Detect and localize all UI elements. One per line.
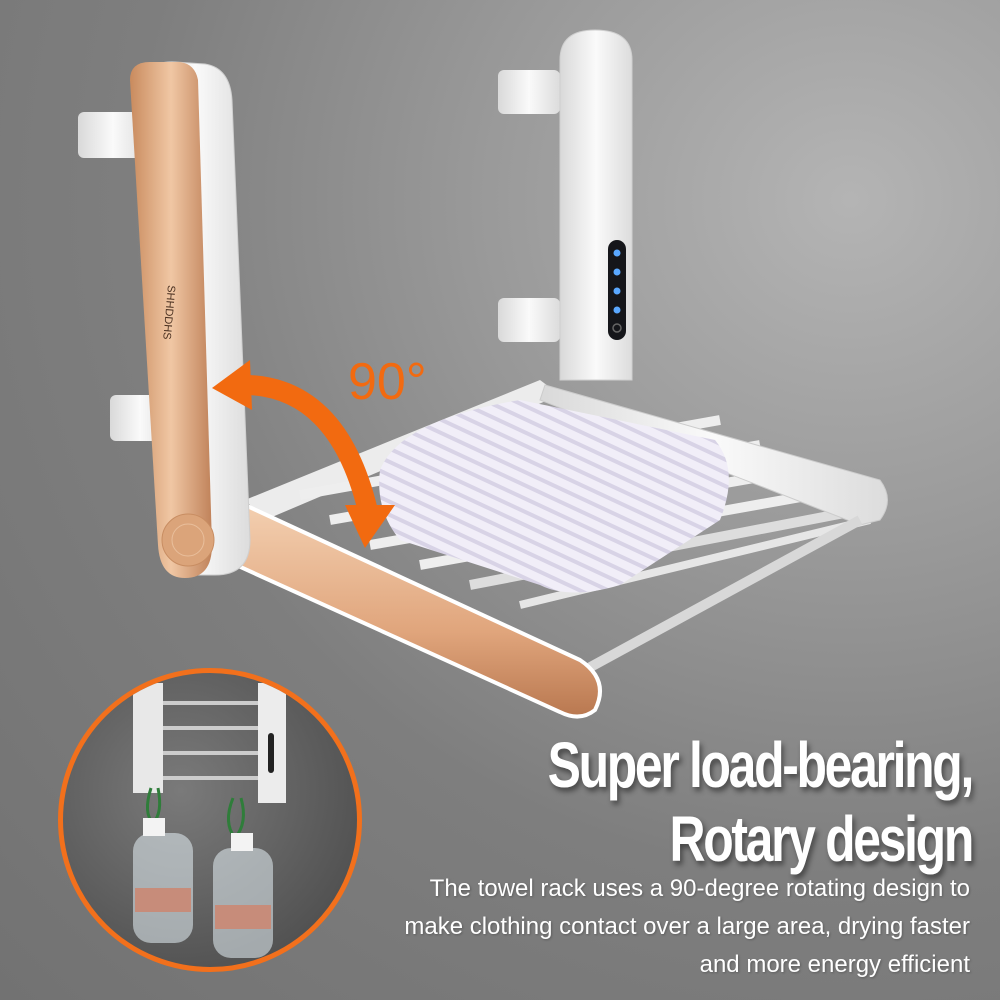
- left-upright: SHHDDHS: [78, 61, 251, 578]
- rotation-angle-label: 90°: [348, 353, 427, 411]
- gold-front-bar: [222, 502, 602, 719]
- water-bottles-illustration: [133, 683, 286, 958]
- description-line-1: The towel rack uses a 90-degree rotating…: [429, 875, 970, 902]
- right-upright: [498, 29, 633, 381]
- towel: [379, 400, 729, 593]
- description-line-2: make clothing contact over a large area,…: [404, 913, 970, 940]
- headline-line-2: Rotary design: [669, 803, 975, 875]
- headline-line-1: Super load-bearing,: [547, 729, 975, 801]
- towel-rack-illustration: SHHDDHS: [78, 29, 888, 719]
- description-line-3: and more energy efficient: [699, 951, 970, 978]
- rotation-arrow-icon: [212, 360, 395, 548]
- load-test-inset-photo: [58, 668, 362, 972]
- brand-engraving: SHHDDHS: [160, 285, 177, 340]
- description: The towel rack uses a 90-degree rotating…: [330, 870, 970, 984]
- headline: Super load-bearing, Rotary design: [547, 728, 975, 876]
